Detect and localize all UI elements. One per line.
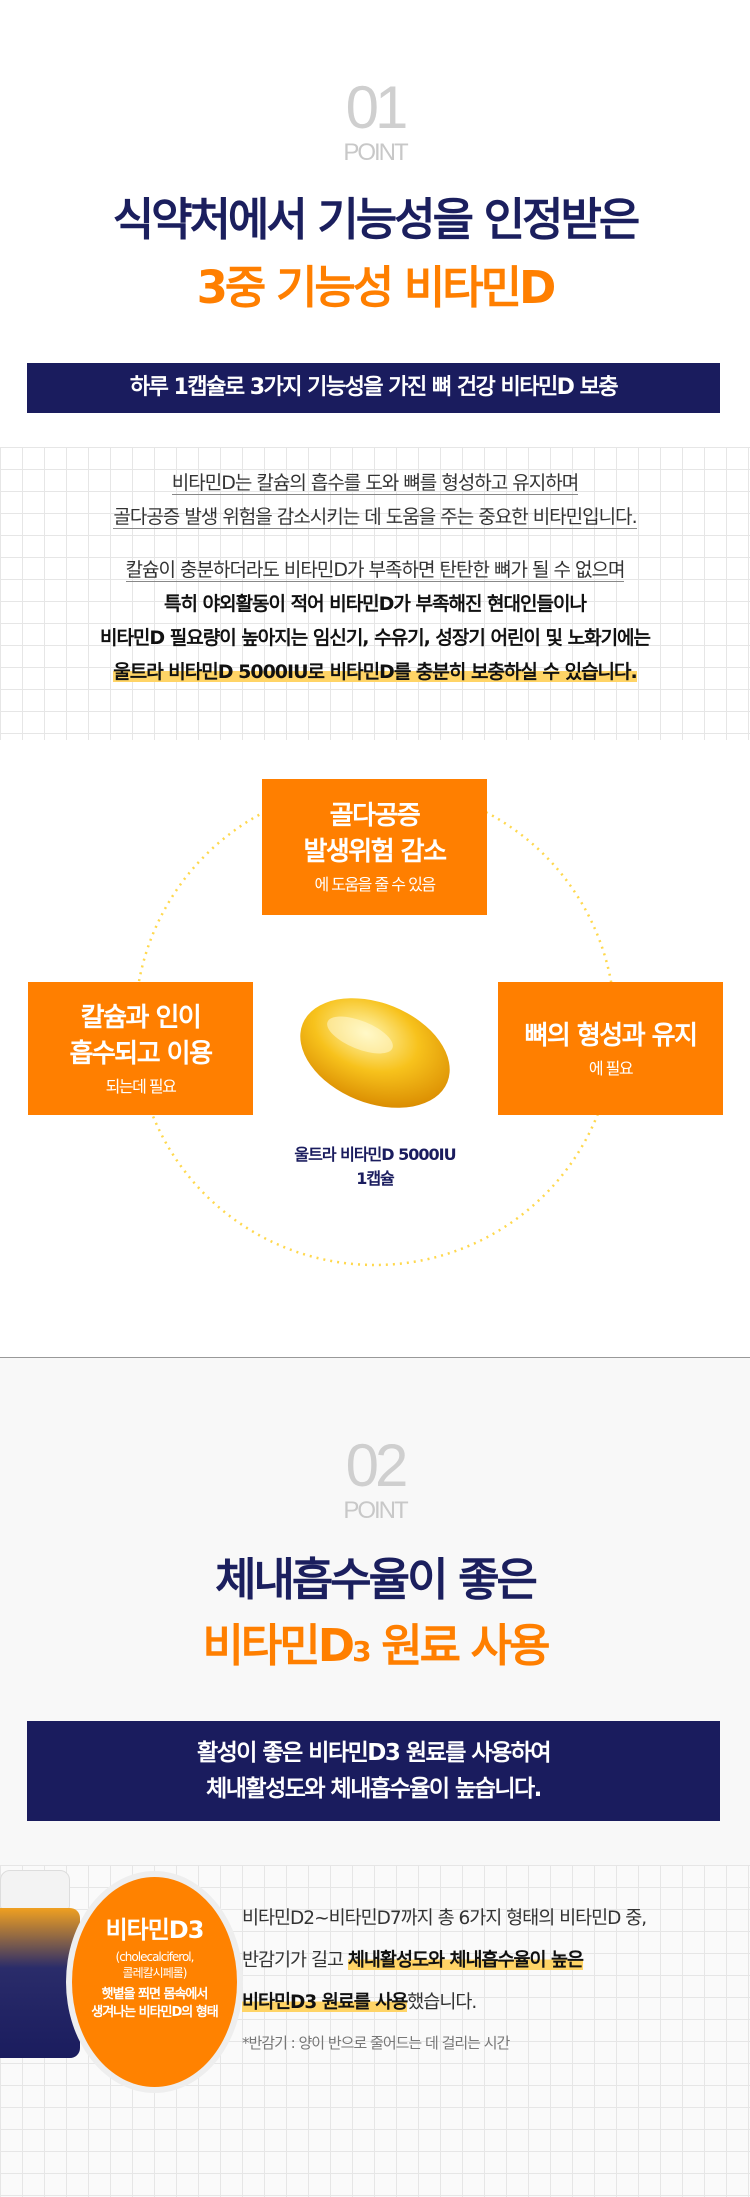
benefit-box-left: 칼슘과 인이 흡수되고 이용 되는데 필요 [28,982,253,1115]
band-line: 활성이 좋은 비타민D3 원료를 사용하여 [196,1740,552,1766]
band-line: 체내활성도와 체내흡수율이 높습니다. [206,1776,542,1802]
point-number: 01 [345,74,409,141]
section-subtitle: 3중 기능성 비타민D [196,261,557,314]
badge-sub: 콜레칼시페롤) [122,1966,188,1980]
benefit-box-right: 뼈의 형성과 유지 에 필요 [498,982,723,1115]
subtitle-text: 원료 사용 [368,1619,550,1672]
text-line: 비타민D는 칼슘의 흡수를 도와 뼈를 형성하고 유지하며 [171,472,579,495]
box-title: 칼슘과 인이 [80,1002,202,1033]
badge-title: 비타민D3 [105,1916,205,1944]
box-title: 골다공증 [329,801,421,831]
section-subtitle: 비타민D3 원료 사용 [0,1618,750,1680]
summary-band: 활성이 좋은 비타민D3 원료를 사용하여 체내활성도와 체내흡수율이 높습니다… [27,1721,720,1821]
vitamin-d3-badge: 비타민D3 (cholecalciferol, 콜레칼시페롤) 햇볕을 쬐면 몸… [72,1877,237,2087]
d3-description: 비타민D2~비타민D7까지 총 6가지 형태의 비타민D 중, 반감기가 길고 … [242,1898,748,2058]
highlighted-text: 체내활성도와 체내흡수율이 높은 [347,1950,584,1971]
capsule-count: 1캡슐 [356,1169,395,1188]
summary-band: 하루 1캡슐로 3가지 기능성을 가진 뼈 건강 비타민D 보충 [27,363,720,413]
box-sub: 에 필요 [588,1058,634,1078]
description-1: 비타민D는 칼슘의 흡수를 도와 뼈를 형성하고 유지하며 골다공증 발생 위험… [0,466,750,534]
subtitle-text: 비타민D [202,1619,356,1672]
section-title: 식약처에서 기능성을 인정받은 [112,193,641,246]
text-line: 골다공증 발생 위험을 감소시키는 데 도움을 주는 중요한 비타민입니다. [113,506,638,529]
benefit-box-top: 골다공증 발생위험 감소 에 도움을 줄 수 있음 [262,779,487,915]
point-label: POINT [343,1497,408,1524]
badge-sub: (cholecalciferol, [115,1950,195,1964]
point-label: POINT [343,139,408,166]
grid-background [0,447,750,740]
highlighted-text: 비타민D3 원료를 사용 [242,1992,408,2013]
box-title: 발생위험 감소 [303,837,447,867]
product-bottle-image [0,1870,85,2060]
capsule-label: 울트라 비타민D 5000IU 1캡슐 [225,1143,525,1191]
softgel-capsule-icon [300,998,450,1108]
badge-desc: 햇볕을 쬐면 몸속에서 [101,1987,209,2002]
description-2: 칼슘이 충분하더라도 비타민D가 부족하면 탄탄한 뼈가 될 수 없으며 특히 … [0,553,750,689]
point-number: 02 [345,1432,409,1499]
box-title: 뼈의 형성과 유지 [524,1020,698,1051]
section-title: 체내흡수율이 좋은 [215,1553,538,1606]
highlighted-line: 울트라 비타민D 5000IU로 비타민D를 충분히 보충하실 수 있습니다. [113,661,638,683]
subtitle-subscript: 3 [352,1635,372,1668]
box-title: 흡수되고 이용 [69,1038,213,1069]
text-line: 칼슘이 충분하더라도 비타민D가 부족하면 탄탄한 뼈가 될 수 없으며 [125,559,625,582]
badge-desc: 생겨나는 비타민D의 형태 [91,2005,218,2020]
box-sub: 에 도움을 줄 수 있음 [314,875,436,894]
text-line: 비타민D 필요량이 높아지는 임신기, 수유기, 성장기 어린이 및 노화기에는 [99,627,651,649]
text-line: 특히 야외활동이 적어 비타민D가 부족해진 현대인들이나 [164,593,587,615]
footnote: *반감기 : 양이 반으로 줄어드는 데 걸리는 시간 [242,2034,510,2052]
text-part: 했습니다. [407,1992,477,2013]
box-sub: 되는데 필요 [105,1076,177,1096]
text-line: 비타민D2~비타민D7까지 총 6가지 형태의 비타민D 중, [242,1908,647,1929]
capsule-name: 울트라 비타민D 5000IU [294,1145,456,1164]
text-part: 반감기가 길고 [242,1950,348,1971]
